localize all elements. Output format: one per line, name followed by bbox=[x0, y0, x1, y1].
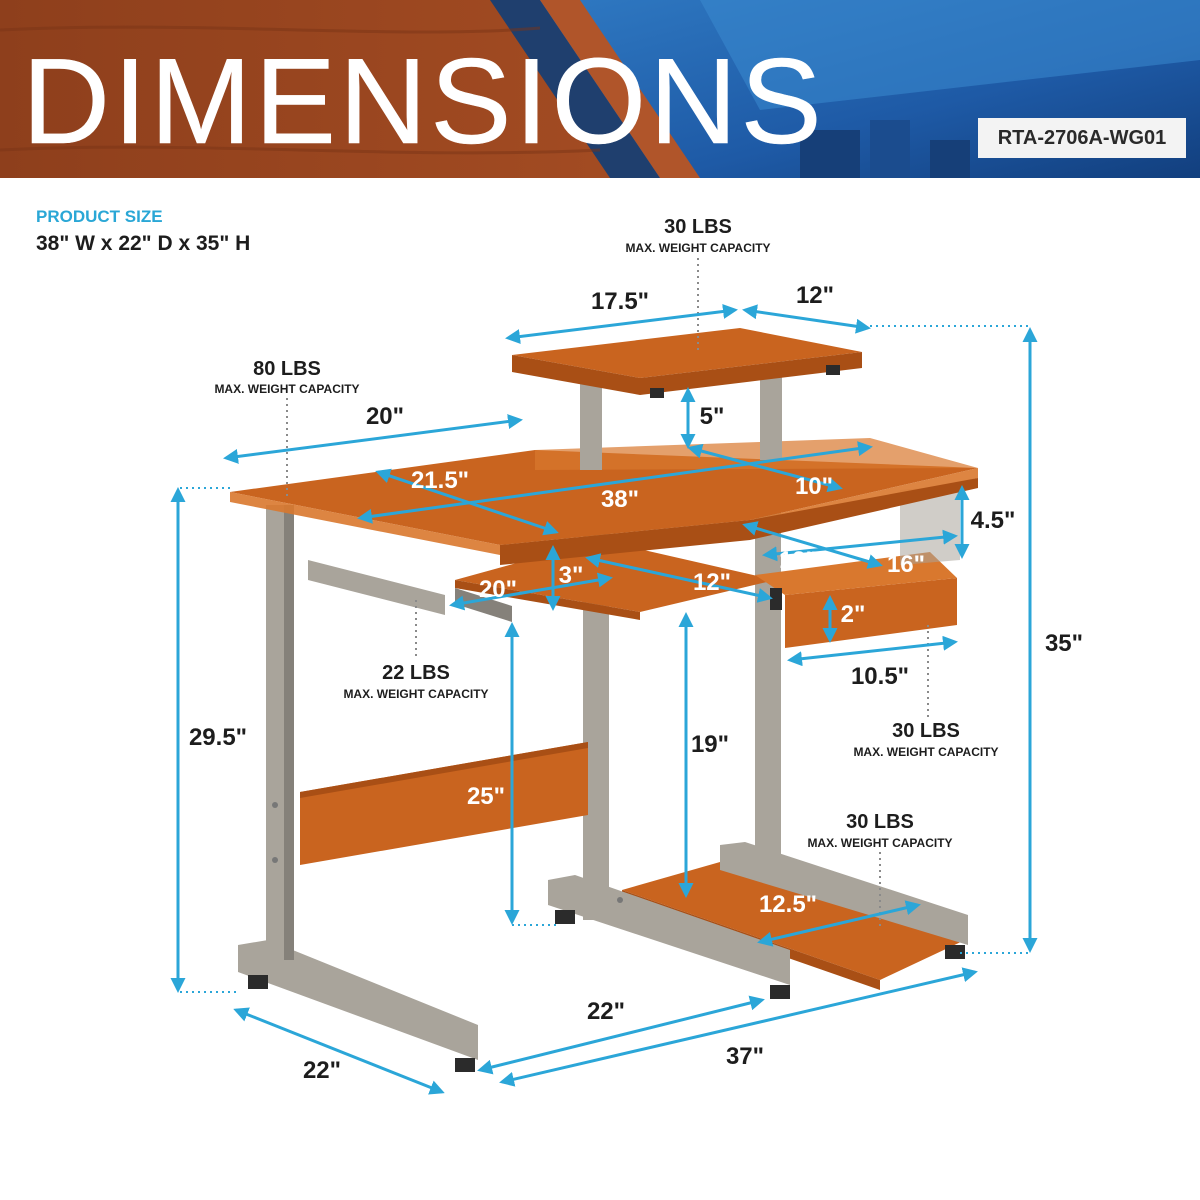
label-base-width: 37" bbox=[726, 1043, 764, 1070]
label-shelf-height: 5" bbox=[700, 403, 725, 430]
desk-diagram: 30 LBS MAX. WEIGHT CAPACITY 80 LBS MAX. … bbox=[170, 216, 1083, 1095]
label-tray-height: 3" bbox=[559, 562, 584, 589]
arrow-tray-depth bbox=[585, 553, 773, 603]
arrow-base-depth-left bbox=[233, 1007, 445, 1095]
page-title: DIMENSIONS bbox=[22, 33, 825, 169]
top-shelf bbox=[512, 328, 862, 378]
label-drawer-depth: 12" bbox=[779, 547, 817, 574]
capacity-leader-lines bbox=[286, 258, 929, 930]
product-size-value: 38" W x 22" D x 35" H bbox=[36, 232, 251, 255]
shelf-post-left bbox=[580, 375, 602, 470]
label-drawer-front: 10.5" bbox=[851, 663, 909, 690]
label-base-depth-right: 22" bbox=[587, 998, 625, 1025]
desktop-capacity-note: MAX. WEIGHT CAPACITY bbox=[214, 382, 359, 396]
top-shelf-capacity: 30 LBS bbox=[664, 216, 732, 238]
label-riser-depth: 10" bbox=[795, 473, 833, 500]
label-total-height: 35" bbox=[1045, 630, 1083, 657]
drawer-capacity-note: MAX. WEIGHT CAPACITY bbox=[853, 745, 998, 759]
label-tray-depth: 12" bbox=[693, 569, 731, 596]
arrow-riser-depth bbox=[687, 443, 843, 493]
arrow-drawer-front bbox=[787, 635, 958, 667]
arrow-drawer-width bbox=[762, 529, 958, 562]
label-desk-depth: 21.5" bbox=[411, 467, 469, 494]
label-drawer-width: 16" bbox=[887, 551, 925, 578]
arrow-shelf-depth bbox=[742, 304, 871, 334]
dimension-labels: 17.5" 12" 5" 20" 21.5" 38" 10" 4.5" 20" … bbox=[189, 282, 1083, 1084]
desktop-capacity: 80 LBS bbox=[253, 358, 321, 380]
bottom-shelf-capacity-note: MAX. WEIGHT CAPACITY bbox=[807, 836, 952, 850]
label-drawer-height: 2" bbox=[841, 601, 866, 628]
header-banner: DIMENSIONS RTA-2706A-WG01 bbox=[0, 0, 1200, 178]
arrow-tray-width bbox=[449, 572, 613, 611]
desk-illustration bbox=[230, 328, 978, 1072]
arrow-base-width bbox=[499, 967, 978, 1087]
keyboard-tray-capacity-note: MAX. WEIGHT CAPACITY bbox=[343, 687, 488, 701]
capacity-labels: 30 LBS MAX. WEIGHT CAPACITY 80 LBS MAX. … bbox=[214, 216, 998, 850]
keyboard-tray-capacity: 22 LBS bbox=[382, 662, 450, 684]
label-desk-height: 29.5" bbox=[189, 724, 247, 751]
label-desk-width: 38" bbox=[601, 486, 639, 513]
label-shelf-depth: 12" bbox=[796, 282, 834, 309]
label-bottom-shelf-depth: 12.5" bbox=[759, 891, 817, 918]
arrow-shelf-width bbox=[505, 304, 738, 344]
shelf-post-right bbox=[760, 365, 782, 460]
modesty-panel bbox=[300, 742, 588, 865]
label-base-depth-left: 22" bbox=[303, 1057, 341, 1084]
product-size-label: PRODUCT SIZE bbox=[36, 207, 163, 226]
extension-lines bbox=[180, 325, 1030, 993]
arrow-bottom-shelf-depth bbox=[757, 900, 921, 947]
label-desk-depth-top: 20" bbox=[366, 403, 404, 430]
label-tray-width: 20" bbox=[479, 576, 517, 603]
label-tray-clearance: 25" bbox=[467, 783, 505, 810]
drawer-capacity: 30 LBS bbox=[892, 720, 960, 742]
bottom-shelf-capacity: 30 LBS bbox=[846, 811, 914, 833]
label-shelf-width: 17.5" bbox=[591, 288, 649, 315]
arrow-desk-depth-top bbox=[223, 414, 523, 464]
dimension-arrows bbox=[170, 304, 1038, 1095]
model-number-badge: RTA-2706A-WG01 bbox=[978, 118, 1186, 158]
top-shelf-capacity-note: MAX. WEIGHT CAPACITY bbox=[625, 241, 770, 255]
label-bottom-clearance: 19" bbox=[691, 731, 729, 758]
label-drawer-gap: 4.5" bbox=[971, 507, 1016, 534]
